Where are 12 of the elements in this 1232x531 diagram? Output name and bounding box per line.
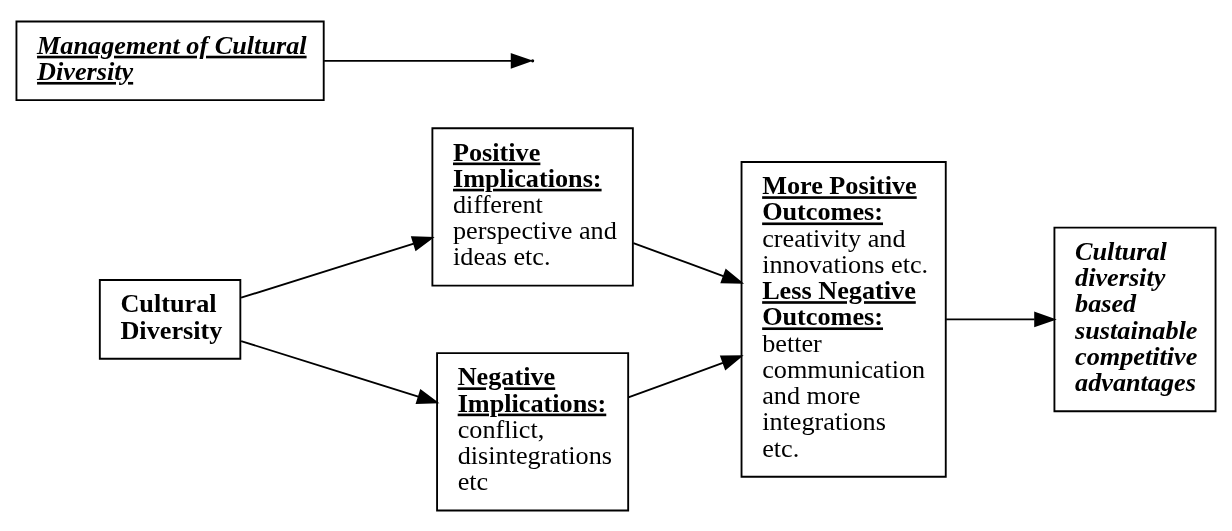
arrow xyxy=(945,311,1057,327)
arrow xyxy=(240,339,440,404)
arrow xyxy=(323,52,534,69)
node-box: Cultural diversity based sustainable competitive advantages xyxy=(1053,226,1217,412)
node-box: Positive Implications: different perspective and ideas etc. xyxy=(431,126,634,287)
node-box: Negative Implications: conflict, disintegrations etc xyxy=(436,351,630,511)
node-box: Cultural Diversity xyxy=(98,278,242,360)
arrow xyxy=(240,235,435,299)
node-box: More Positive Outcomes: creativity and innovations etc. Less Negative Outcomes: better communication and more integrations etc. xyxy=(740,160,947,478)
arrow xyxy=(632,241,745,284)
arrow xyxy=(627,354,744,398)
node-box: Management of Cultural Diversity xyxy=(15,20,325,101)
